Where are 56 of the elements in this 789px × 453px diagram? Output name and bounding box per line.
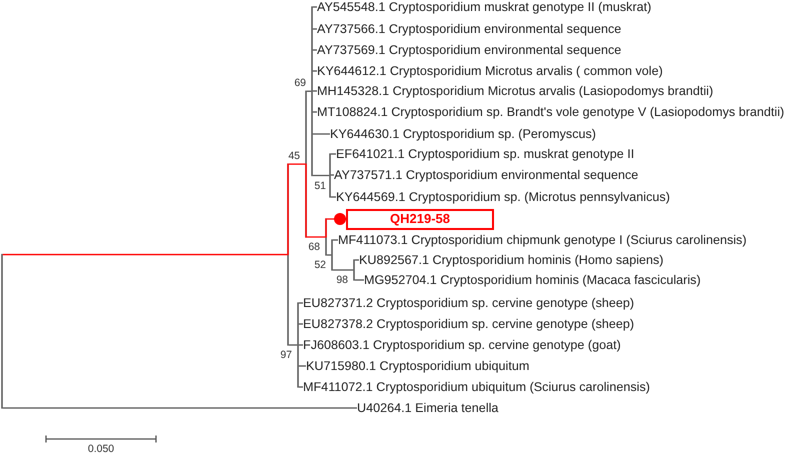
bootstrap-value: 45	[288, 150, 300, 162]
bootstrap-value: 97	[280, 348, 292, 362]
highlighted-taxon-box: QH219-58	[346, 208, 494, 230]
bootstrap-value: 52	[314, 258, 326, 272]
scale-bar-label: 0.050	[88, 442, 114, 453]
branch-line	[312, 6, 317, 8]
bootstrap-value: 69	[294, 77, 306, 90]
bootstrap-value: 68	[308, 240, 320, 254]
taxon-label: U40264.1 Eimeria tenella	[357, 400, 498, 416]
taxon-label: KU715980.1 Cryptosporidium ubiquitum	[306, 358, 530, 374]
branch-line	[326, 254, 332, 256]
taxon-label: MH145328.1 Cryptosporidium Microtus arvalis (Lasiopodomys brandtii)	[317, 84, 714, 98]
bootstrap-value: 51	[314, 179, 326, 192]
branch-line	[288, 344, 298, 346]
branch-line	[326, 213, 346, 225]
taxon-label: KY644630.1 Cryptosporidium sp. (Peromyscus)	[330, 126, 596, 142]
taxon-label: AY545548.1 Cryptosporidium muskrat genotype II (muskrat)	[317, 0, 652, 14]
branch-line	[332, 269, 354, 271]
branch-line	[2, 254, 288, 256]
branch-line	[312, 28, 317, 30]
branch-line	[298, 386, 303, 388]
taxon-label: EU827371.2 Cryptosporidium sp. cervine genotype (sheep)	[303, 296, 634, 310]
bootstrap-value: 98	[336, 274, 348, 286]
branch-line	[312, 133, 330, 135]
branch-line	[306, 236, 326, 238]
branch-line	[312, 111, 317, 113]
taxon-label: KY644612.1 Cryptosporidium Microtus arvalis ( common vole)	[317, 64, 663, 78]
branch-line	[298, 302, 303, 304]
branch-line	[330, 174, 334, 176]
branch-line	[330, 196, 336, 198]
branch-line	[306, 90, 312, 92]
taxon-label: EF641021.1 Cryptosporidium sp. muskrat genotype II	[336, 146, 634, 162]
taxon-label: MT108824.1 Cryptosporidium sp. Brandt's vole genotype V (Lasiopodomys brandtii)	[317, 104, 784, 120]
branch-line	[288, 163, 306, 165]
taxon-label: AY737569.1 Cryptosporidium environmental sequence	[317, 42, 622, 58]
taxon-label: KU892567.1 Cryptosporidium hominis (Homo sapiens)	[359, 252, 664, 268]
branch-line	[298, 365, 306, 367]
branch-line	[332, 239, 338, 241]
branch-line	[354, 279, 364, 281]
taxon-label: AY737571.1 Cryptosporidium environmental sequence	[334, 168, 638, 182]
taxon-label: EU827378.2 Cryptosporidium sp. cervine genotype (sheep)	[303, 316, 634, 332]
branch-line	[354, 259, 359, 261]
branch-line	[2, 407, 357, 409]
branch-line	[312, 70, 317, 72]
taxon-label: FJ608603.1 Cryptosporidium sp. cervine genotype (goat)	[303, 338, 621, 352]
branch-line	[298, 323, 303, 325]
branch-line	[330, 153, 336, 155]
taxon-label: KY644569.1 Cryptosporidium sp. (Microtus pennsylvanicus)	[336, 190, 670, 204]
branch-line	[312, 49, 317, 51]
branch-line	[312, 174, 330, 176]
branch-line	[298, 344, 303, 346]
taxon-label: MG952704.1 Cryptosporidium hominis (Macaca fascicularis)	[364, 272, 701, 288]
taxon-label: MF411073.1 Cryptosporidium chipmunk genotype I (Sciurus carolinensis)	[338, 232, 747, 248]
branch-line	[312, 90, 317, 92]
taxon-label: MF411072.1 Cryptosporidium ubiquitum (Sciurus carolinensis)	[303, 380, 650, 394]
taxon-label: AY737566.1 Cryptosporidium environmental sequence	[317, 22, 622, 36]
